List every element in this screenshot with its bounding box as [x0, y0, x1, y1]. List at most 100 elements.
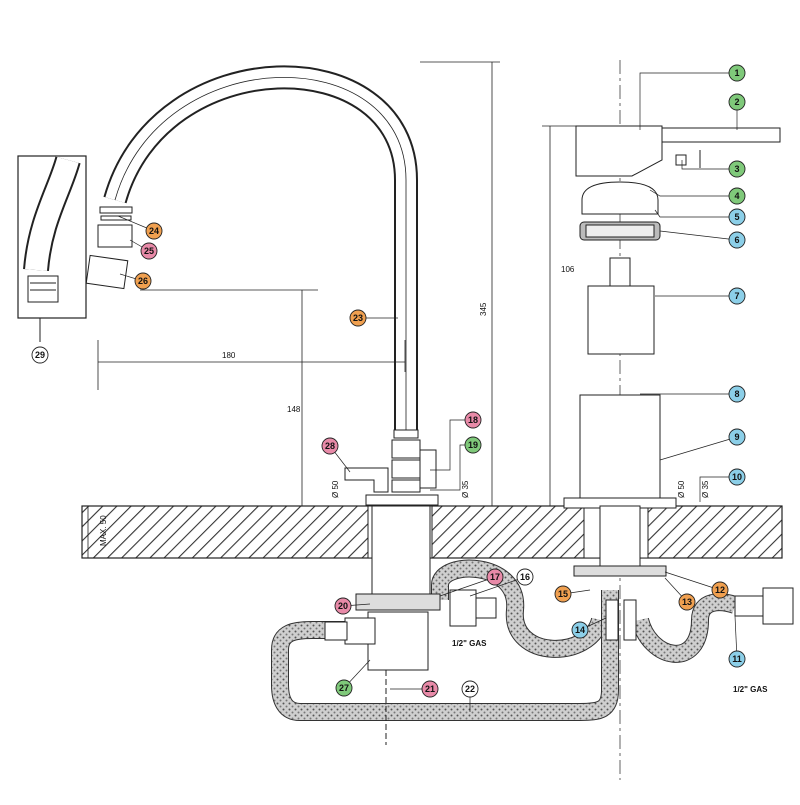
- callout-circle: [678, 593, 696, 611]
- callout-25: 25: [140, 242, 158, 260]
- callout-number: 7: [734, 291, 739, 301]
- callout-number: 9: [734, 432, 739, 442]
- callout-number: 15: [558, 589, 568, 599]
- dim-diam50-right: Ø 50: [677, 480, 686, 498]
- callout-number: 22: [465, 684, 475, 694]
- callout-number: 25: [144, 246, 154, 256]
- callout-10: 10: [728, 468, 746, 486]
- callout-circle: [334, 597, 352, 615]
- mixer-valve-body: [563, 60, 781, 780]
- callout-circle: [335, 679, 353, 697]
- callout-circle: [728, 64, 746, 82]
- flexible-hoses: [271, 559, 738, 721]
- dim-diam50-left: Ø 50: [331, 480, 340, 498]
- gas-label-left: 1/2" GAS: [452, 639, 487, 648]
- callout-number: 27: [339, 683, 349, 693]
- dim-body-height: 106: [561, 265, 575, 274]
- callout-circle: [516, 568, 534, 586]
- callout-circle: [461, 680, 479, 698]
- callout-7: 7: [728, 287, 746, 305]
- callout-number: 23: [353, 313, 363, 323]
- callout-6: 6: [728, 231, 746, 249]
- callout-15: 15: [554, 585, 572, 603]
- callout-circle: [145, 222, 163, 240]
- dim-spout-height: 148: [287, 405, 301, 414]
- callout-circle: [728, 160, 746, 178]
- callout-circle: [711, 581, 729, 599]
- callout-number: 16: [520, 572, 530, 582]
- callout-circle: [486, 568, 504, 586]
- callout-circle: [728, 428, 746, 446]
- callout-number: 13: [682, 597, 692, 607]
- callout-29: 29: [31, 346, 49, 364]
- callout-1: 1: [728, 64, 746, 82]
- spout-body-under-counter: [324, 505, 441, 745]
- callout-circle: [140, 242, 158, 260]
- dimension-lines: [87, 61, 578, 558]
- callout-number: 1: [734, 68, 739, 78]
- callout-number: 26: [138, 276, 148, 286]
- callout-circle: [421, 680, 439, 698]
- callout-20: 20: [334, 597, 352, 615]
- callout-number: 21: [425, 684, 435, 694]
- callout-26: 26: [134, 272, 152, 290]
- callout-13: 13: [678, 593, 696, 611]
- callout-2: 2: [728, 93, 746, 111]
- callout-number: 3: [734, 164, 739, 174]
- callout-circle: [571, 621, 589, 639]
- callout-14: 14: [571, 621, 589, 639]
- callout-circle: [321, 437, 339, 455]
- callout-12: 12: [711, 581, 729, 599]
- callout-circle: [464, 436, 482, 454]
- callout-5: 5: [728, 208, 746, 226]
- callout-circle: [31, 346, 49, 364]
- callout-circle: [728, 385, 746, 403]
- callout-number: 8: [734, 389, 739, 399]
- callout-number: 12: [715, 585, 725, 595]
- inset-detail: [17, 155, 87, 342]
- dim-spout-reach: 180: [222, 351, 236, 360]
- callout-circle: [134, 272, 152, 290]
- callout-circle: [728, 93, 746, 111]
- callout-number: 4: [734, 191, 739, 201]
- callout-18: 18: [464, 411, 482, 429]
- spout: [85, 65, 439, 506]
- callout-circle: [349, 309, 367, 327]
- callout-4: 4: [728, 187, 746, 205]
- callout-circle: [728, 287, 746, 305]
- callout-number: 2: [734, 97, 739, 107]
- callout-number: 28: [325, 441, 335, 451]
- callout-3: 3: [728, 160, 746, 178]
- callout-circle: [728, 650, 746, 668]
- callout-16: 16: [516, 568, 534, 586]
- callout-circle: [728, 208, 746, 226]
- dim-diam35-left: Ø 35: [461, 480, 470, 498]
- callout-number: 24: [149, 226, 159, 236]
- callout-circle: [728, 187, 746, 205]
- callout-number: 6: [734, 235, 739, 245]
- callout-22: 22: [461, 680, 479, 698]
- callout-9: 9: [728, 428, 746, 446]
- callout-number: 11: [732, 654, 742, 664]
- callout-number: 19: [468, 440, 478, 450]
- callout-number: 17: [490, 572, 500, 582]
- callout-17: 17: [486, 568, 504, 586]
- callout-11: 11: [728, 650, 746, 668]
- callout-19: 19: [464, 436, 482, 454]
- callout-28: 28: [321, 437, 339, 455]
- dim-countertop-max: MAX. 50: [99, 515, 108, 546]
- callout-number: 14: [575, 625, 585, 635]
- callout-24: 24: [145, 222, 163, 240]
- dim-diam35-right: Ø 35: [701, 480, 710, 498]
- callout-number: 29: [35, 350, 45, 360]
- callout-8: 8: [728, 385, 746, 403]
- callout-circle: [554, 585, 572, 603]
- callout-circle: [464, 411, 482, 429]
- callout-number: 20: [338, 601, 348, 611]
- callout-circle: [728, 468, 746, 486]
- countertop: [81, 505, 783, 559]
- gas-label-right: 1/2" GAS: [733, 685, 768, 694]
